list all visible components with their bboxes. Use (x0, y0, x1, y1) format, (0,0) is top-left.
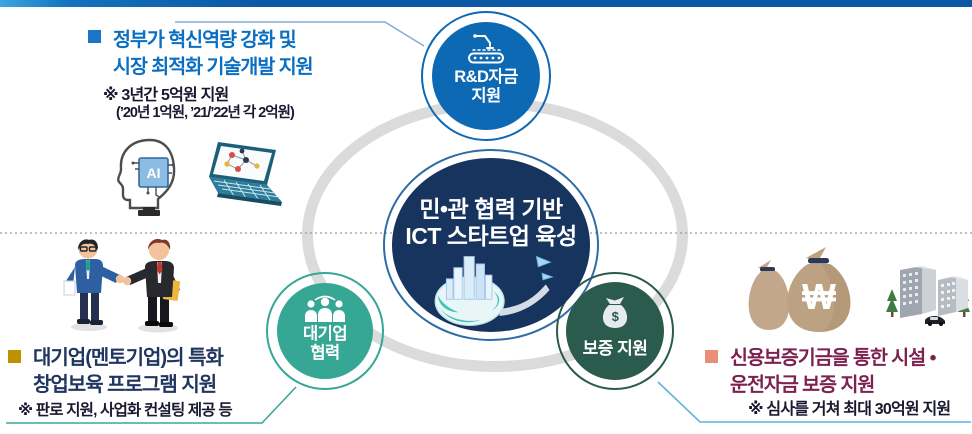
businessman-right (122, 239, 181, 327)
rnd-note-line1: ※ 3년간 5억원 지원 (103, 87, 229, 104)
people-group-icon (305, 295, 345, 322)
rnd-node: R&D자금 지원 (432, 22, 540, 130)
corp-label-line1: 대기업 (302, 325, 348, 343)
rnd-title-line1: 정부가 혁신역량 강화 및 (113, 29, 297, 51)
won-money-bags-icon: ₩ (748, 247, 851, 332)
corp-bullet-square (8, 350, 21, 363)
svg-text:$: $ (612, 309, 620, 324)
corp-callout-line (6, 386, 297, 424)
guarantee-node: $ 보증 지원 (566, 282, 664, 380)
center-title-line2: ICT 스타트업 육성 (405, 223, 577, 249)
guarantee-title-line1: 신용보증기금을 통한 시설 • (730, 347, 936, 369)
handshake-businessmen-illustration (63, 239, 181, 333)
svg-text:AI: AI (147, 165, 161, 181)
globe-startup-illustration (434, 255, 554, 326)
rnd-label-line1: R&D자금 (454, 68, 518, 86)
top-accent-bar (0, 0, 972, 7)
corp-note-line1: ※ 판로 지원, 사업화 컨설팅 제공 등 (18, 402, 233, 419)
rnd-title-line2: 시장 최적화 기술개발 지원 (113, 56, 314, 78)
ai-head-icon: AI (117, 138, 176, 216)
corp-node-outer-ring (266, 272, 384, 390)
car-icon (925, 316, 945, 326)
corp-title-line1: 대기업(멘토기업)의 특화 (33, 347, 224, 369)
corp-label-line2: 협력 (310, 344, 340, 362)
guarantee-label: 보증 지원 (582, 339, 648, 358)
guarantee-callout-line (657, 381, 971, 423)
money-bag-icon: $ (602, 297, 628, 328)
won-money-bags-buildings-illustration: ₩ (748, 247, 970, 332)
guarantee-title-line2: 운전자금 보증 지원 (730, 374, 875, 396)
rnd-label-line2: 지원 (471, 87, 501, 105)
laptop-network-icon (209, 142, 282, 206)
corp-title-line2: 창업보육 프로그램 지원 (33, 374, 217, 396)
center-title-line1: 민•관 협력 기반 (419, 196, 563, 222)
rnd-note-line2: (’20년 1억원, ’21/’22년 각 2억원) (116, 105, 295, 121)
corp-node: 대기업 협력 (277, 283, 373, 379)
guarantee-bullet-square (705, 350, 718, 363)
rnd-callout-line (175, 21, 425, 47)
svg-text:₩: ₩ (802, 276, 836, 317)
rnd-bullet-square (88, 30, 101, 43)
guarantee-node-outer-ring (556, 272, 674, 390)
rnd-node-outer-ring (421, 11, 551, 141)
office-buildings-icon (886, 266, 970, 326)
robot-arm-conveyor-icon (468, 34, 504, 64)
center-node: 민•관 협력 기반 ICT 스타트업 육성 (392, 158, 590, 332)
guarantee-note-line1: ※ 심사를 거쳐 최대 30억원 지원 (748, 401, 951, 418)
center-node-outer-ring (383, 149, 599, 341)
businessman-left (63, 239, 125, 325)
